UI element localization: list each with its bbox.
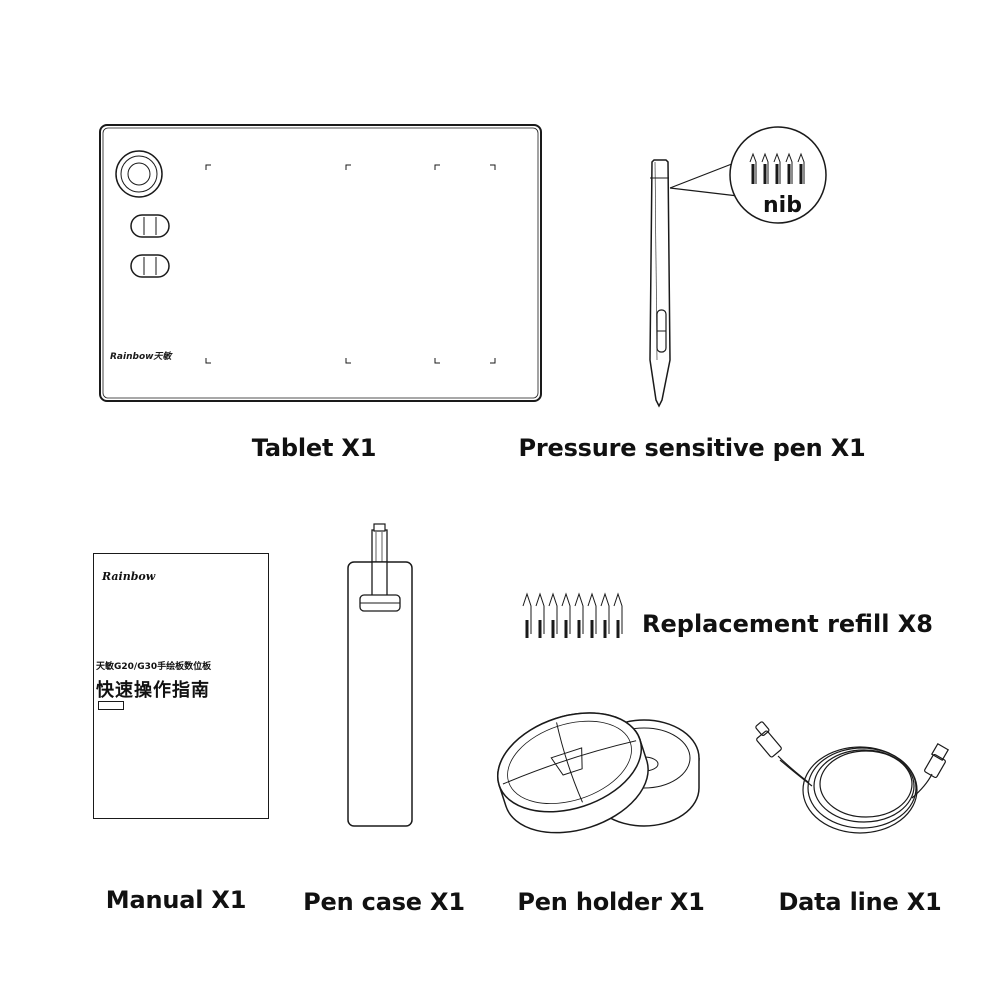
nib-callout-label: nib: [763, 193, 802, 218]
pen-label: Pressure sensitive pen X1: [518, 434, 866, 462]
tablet-illustration: Rainbow天敏: [98, 122, 544, 404]
data-line-illustration: [750, 720, 950, 845]
pen-holder-label: Pen holder X1: [517, 888, 705, 916]
manual-illustration: Rainbow 天敏G20/G30手绘板数位板 快速操作指南: [93, 553, 269, 819]
refill-illustration: [518, 590, 638, 646]
pen-illustration: [630, 120, 840, 415]
refill-label: Replacement refill X8: [642, 610, 933, 638]
data-line-label: Data line X1: [778, 888, 942, 916]
svg-text:Rainbow天敏: Rainbow天敏: [110, 351, 173, 362]
pen-case-label: Pen case X1: [303, 888, 465, 916]
manual-title: 快速操作指南: [96, 680, 210, 701]
manual-label: Manual X1: [105, 886, 247, 914]
manual-subtitle: 天敏G20/G30手绘板数位板: [96, 662, 212, 672]
manual-brand: Rainbow: [102, 570, 156, 583]
tablet-label: Tablet X1: [251, 434, 377, 462]
manual-badge: [98, 701, 124, 710]
pen-case-illustration: [340, 522, 420, 832]
pen-holder-illustration: [494, 700, 704, 835]
